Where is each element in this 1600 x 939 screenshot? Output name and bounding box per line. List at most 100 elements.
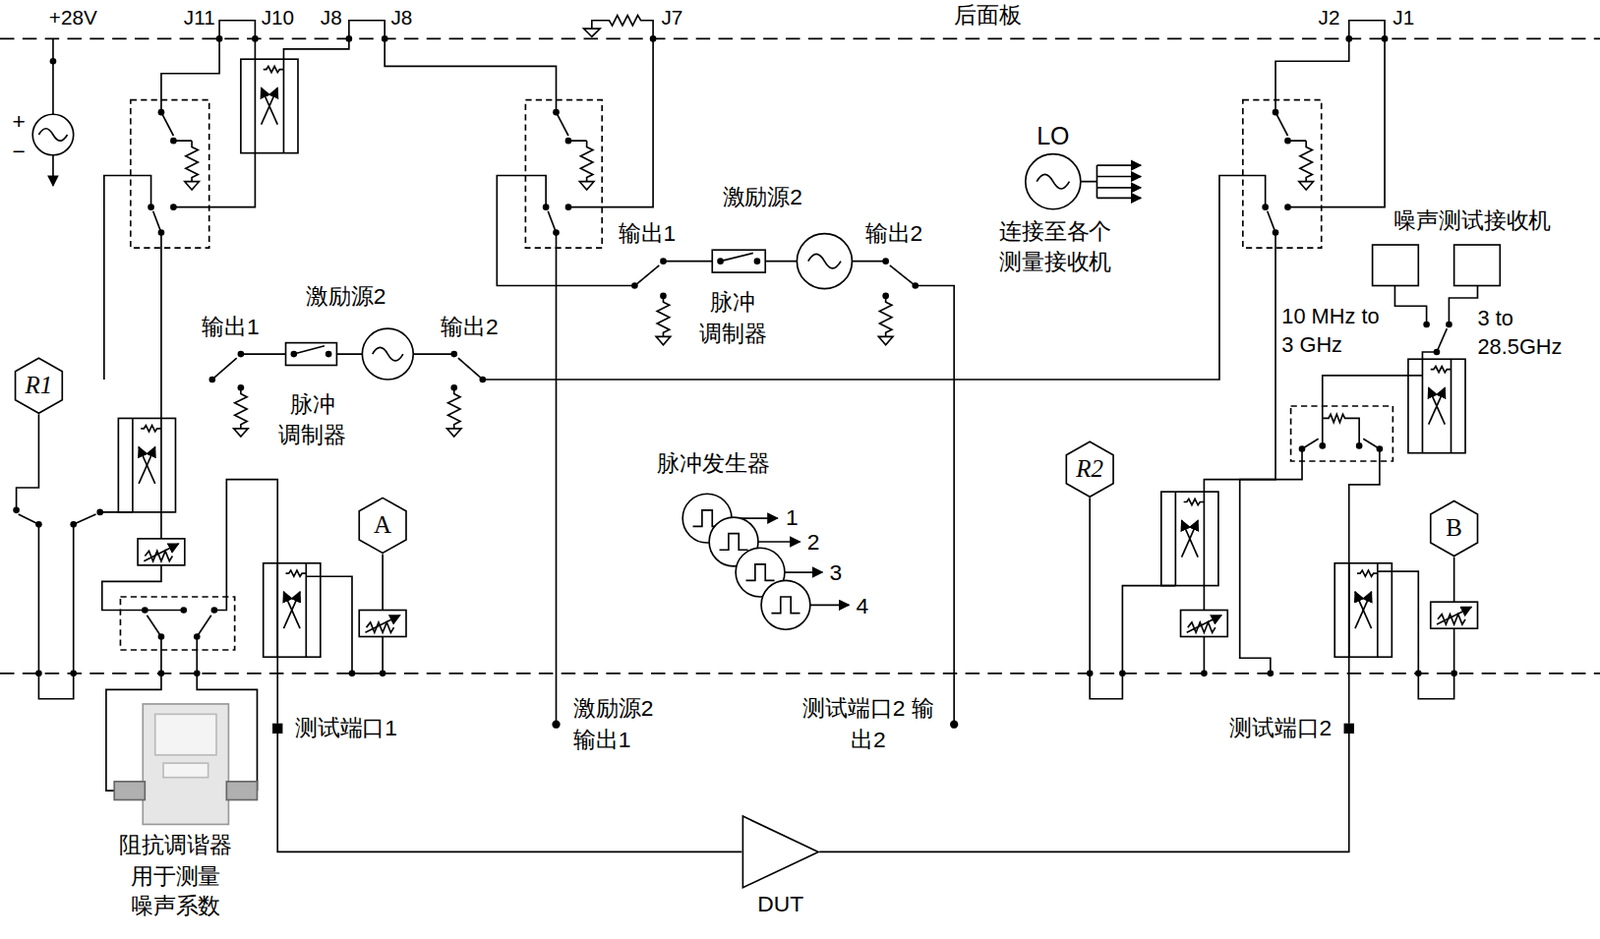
lo-source [1025,154,1081,210]
label-text: 1 [785,503,799,534]
pulse-modulator [286,249,767,365]
switch-box [119,596,235,651]
junction-dot [650,35,657,43]
impedance-tuner [155,713,217,756]
pulse-generator [810,603,849,606]
wire [16,38,1479,791]
dc-source [32,114,74,156]
label-text: 输出1 [201,312,259,344]
connector-wire [819,733,1350,852]
lo-source [1096,164,1141,167]
junction-dot [551,720,560,729]
port-hexagon: R1 [14,356,64,415]
lo-source [1036,174,1069,189]
junction-dot [542,203,550,211]
junction-dot [209,376,217,384]
resistor-symbol [655,296,671,346]
junction-dot [216,35,224,43]
junction-dot [147,203,155,211]
junction-dot [237,384,245,392]
attenuator-symbol [1181,610,1229,638]
junction-dot [141,606,149,614]
coupler-symbol [1161,491,1219,586]
junction-dot [69,521,77,529]
junction-dot [1376,445,1384,453]
signal-source [808,253,841,269]
junction-dot [158,109,166,117]
resistor-symbol [446,387,462,437]
junction-dot [158,633,166,641]
hexagon-outline [1066,441,1114,497]
label-text: 输出2 [865,218,923,249]
resistor-symbol [234,387,249,437]
port-hexagon: A [357,496,408,554]
junction-dot [565,203,573,211]
label-text: J7 [660,3,683,32]
junction-dot [1284,137,1292,145]
hexagon-outline [358,497,407,553]
triangle-outline [742,816,819,889]
label-text: 脉冲 调制器 [277,389,348,451]
noise-receiver [1372,244,1501,287]
coupler-symbol [240,59,298,153]
junction-dot [1272,109,1280,117]
junction-dot [50,58,58,65]
attenuator-symbol [1430,601,1479,629]
node-text: 测试端口2 [1229,714,1332,742]
junction-dot [69,670,77,678]
junction-dot [379,670,387,678]
label-text: J2 [1318,3,1341,32]
junction-dot [251,35,259,43]
label-text: 后面板 [953,0,1021,31]
pulse-modulator [294,346,325,355]
junction-dot [381,35,389,43]
junction-dot [552,229,560,237]
junction-dot [1267,670,1275,678]
label-text: − [11,136,25,168]
triangle-outline [741,815,820,889]
signal-source [361,234,852,380]
junction-dot [754,257,762,265]
junction-dot [1119,670,1126,678]
junction-dot [659,293,667,300]
junction-dot [1422,321,1430,329]
label-text: 激励源2 输出1 [573,694,670,756]
pulse-generator [746,564,775,582]
junction-dot [1433,349,1441,356]
junction-dot [12,506,20,514]
junction-dot [911,282,919,290]
junction-dot [1381,35,1389,43]
wire [212,175,1266,380]
dc-source [52,155,55,186]
pulse-modulator [711,249,766,273]
junction-dot [1299,445,1306,453]
port-hexagon: B [1429,499,1480,557]
junction-dot [1450,670,1458,678]
resistor-symbol [579,140,594,190]
wire [1089,497,1176,699]
label-text: 输出2 [440,312,498,344]
junction-dot [1200,670,1208,678]
junction-dot [450,351,458,358]
junction-dot [193,633,201,641]
pulse-generator [784,571,823,574]
junction-dot [659,257,667,265]
hexagon-outline [1430,500,1479,556]
pulse-modulator [286,343,338,366]
pulse-generator [770,596,800,614]
label-text: 连接至各个 测量接收机 [996,216,1116,278]
dc-source [52,38,55,115]
junction-dot [237,351,245,358]
junction-dot [450,384,458,392]
junction-dot [170,137,178,145]
wire [102,38,350,610]
junction-dot [1284,203,1292,211]
label-text: J8 [390,3,413,32]
junction-dot [349,670,356,678]
impedance-tuner [114,781,145,801]
junction-dot [882,257,889,265]
panel-line [0,672,1600,675]
junction-dot [12,35,1458,729]
switch-box [525,100,602,248]
signal-source [361,328,414,380]
